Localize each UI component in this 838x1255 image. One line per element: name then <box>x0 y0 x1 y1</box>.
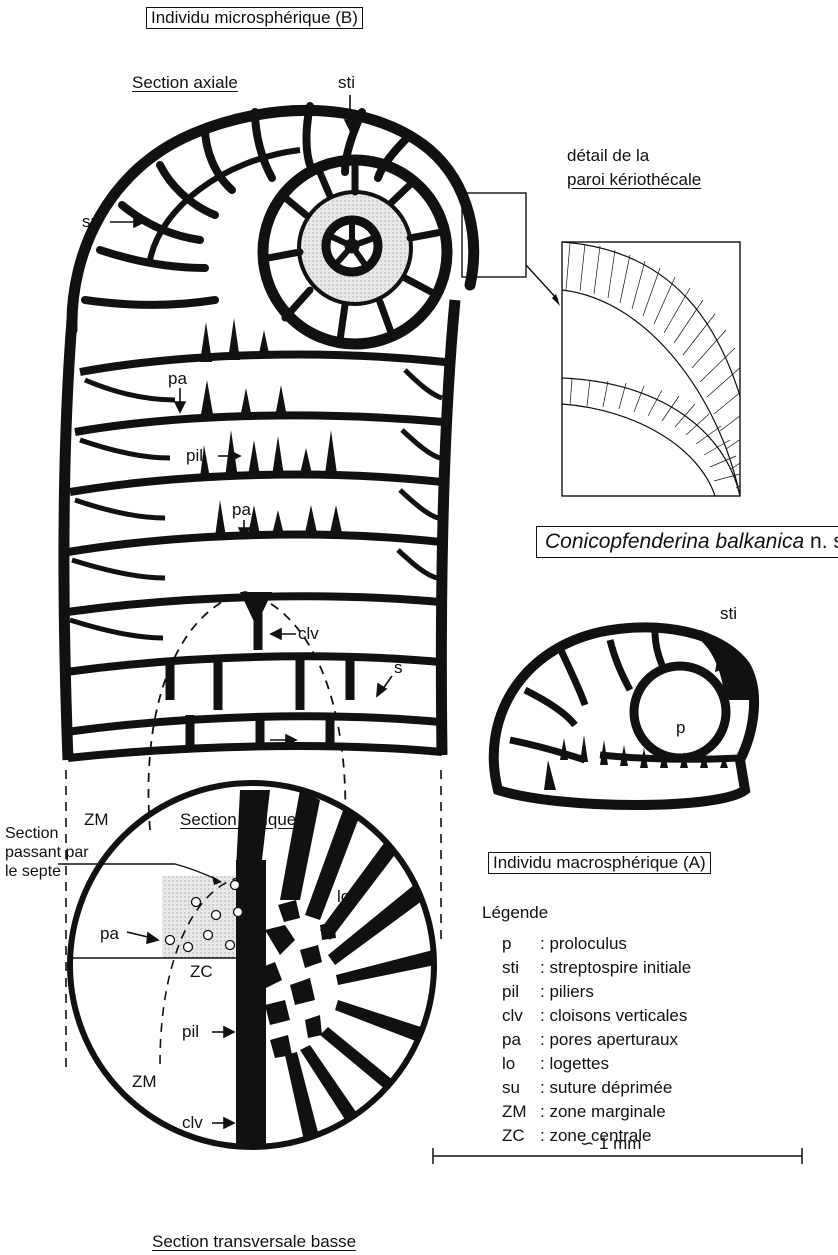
legend-code: pa <box>482 1028 540 1052</box>
legend-desc: : proloculus <box>540 932 627 956</box>
legend: Légende p: proloculus sti: streptospire … <box>482 903 691 1148</box>
label-p: p <box>676 718 685 738</box>
label-clv-2: clv <box>182 1113 203 1133</box>
label-pil-1: pil <box>186 446 203 466</box>
septum-section-line2: passant par <box>5 843 89 863</box>
legend-item: ZM: zone marginale <box>482 1100 691 1124</box>
legend-code: su <box>482 1076 540 1100</box>
species-suffix: n. sp. <box>810 530 838 553</box>
legend-desc: : logettes <box>540 1052 609 1076</box>
scale-label: ∽ 1 mm <box>580 1134 641 1154</box>
label-pa-1: pa <box>168 369 187 389</box>
macrospheric-title: Individu macrosphérique (A) <box>488 852 711 874</box>
legend-item: lo: logettes <box>482 1052 691 1076</box>
septum-section-line1: Section <box>5 824 58 844</box>
label-clv-1: clv <box>298 624 319 644</box>
legend-title: Légende <box>482 903 691 923</box>
macrospheric-drawing <box>494 627 754 805</box>
transverse-section-title: Section transversale basse <box>152 1232 356 1252</box>
legend-desc: : zone marginale <box>540 1100 666 1124</box>
label-pa-3: pa <box>100 924 119 944</box>
legend-item: clv: cloisons verticales <box>482 1004 691 1028</box>
septum-section-line3: le septe <box>5 862 61 882</box>
label-lo: lo <box>337 887 350 907</box>
label-s: s <box>394 658 403 678</box>
legend-desc: : cloisons verticales <box>540 1004 687 1028</box>
axial-section-drawing <box>64 95 474 1070</box>
legend-code: pil <box>482 980 540 1004</box>
legend-code: clv <box>482 1004 540 1028</box>
label-zc: ZC <box>190 962 213 982</box>
legend-code: ZM <box>482 1100 540 1124</box>
label-sti-b: sti <box>338 73 355 93</box>
legend-desc: : suture déprimée <box>540 1076 672 1100</box>
oblique-section-title: Section oblique <box>180 810 296 830</box>
wall-detail-title-line2: paroi kériothécale <box>567 170 701 190</box>
wall-detail-title-line1: détail de la <box>567 146 649 166</box>
species-binomial: Conicopfenderina balkanica <box>545 530 804 553</box>
legend-code: ZC <box>482 1124 540 1148</box>
label-zm-transverse: ZM <box>132 1072 157 1092</box>
axial-section-title: Section axiale <box>132 73 238 93</box>
legend-item: sti: streptospire initiale <box>482 956 691 980</box>
wall-detail-drawing <box>462 193 762 496</box>
legend-code: p <box>482 932 540 956</box>
legend-desc: : pores aperturaux <box>540 1028 678 1052</box>
label-pil-2: pil <box>182 1022 199 1042</box>
legend-item: p: proloculus <box>482 932 691 956</box>
legend-desc: : piliers <box>540 980 594 1004</box>
legend-item: su: suture déprimée <box>482 1076 691 1100</box>
species-name-box: Conicopfenderina balkanica n. sp. <box>536 526 838 558</box>
legend-code: sti <box>482 956 540 980</box>
label-sti-a: sti <box>720 604 737 624</box>
legend-code: lo <box>482 1052 540 1076</box>
transverse-section-drawing <box>58 783 435 1150</box>
legend-desc: : streptospire initiale <box>540 956 691 980</box>
label-zm-axial: ZM <box>84 810 109 830</box>
label-pa-2: pa <box>232 500 251 520</box>
legend-item: pil: piliers <box>482 980 691 1004</box>
label-su: su <box>82 212 100 232</box>
legend-item: pa: pores aperturaux <box>482 1028 691 1052</box>
microspheric-title: Individu microsphérique (B) <box>146 7 363 29</box>
